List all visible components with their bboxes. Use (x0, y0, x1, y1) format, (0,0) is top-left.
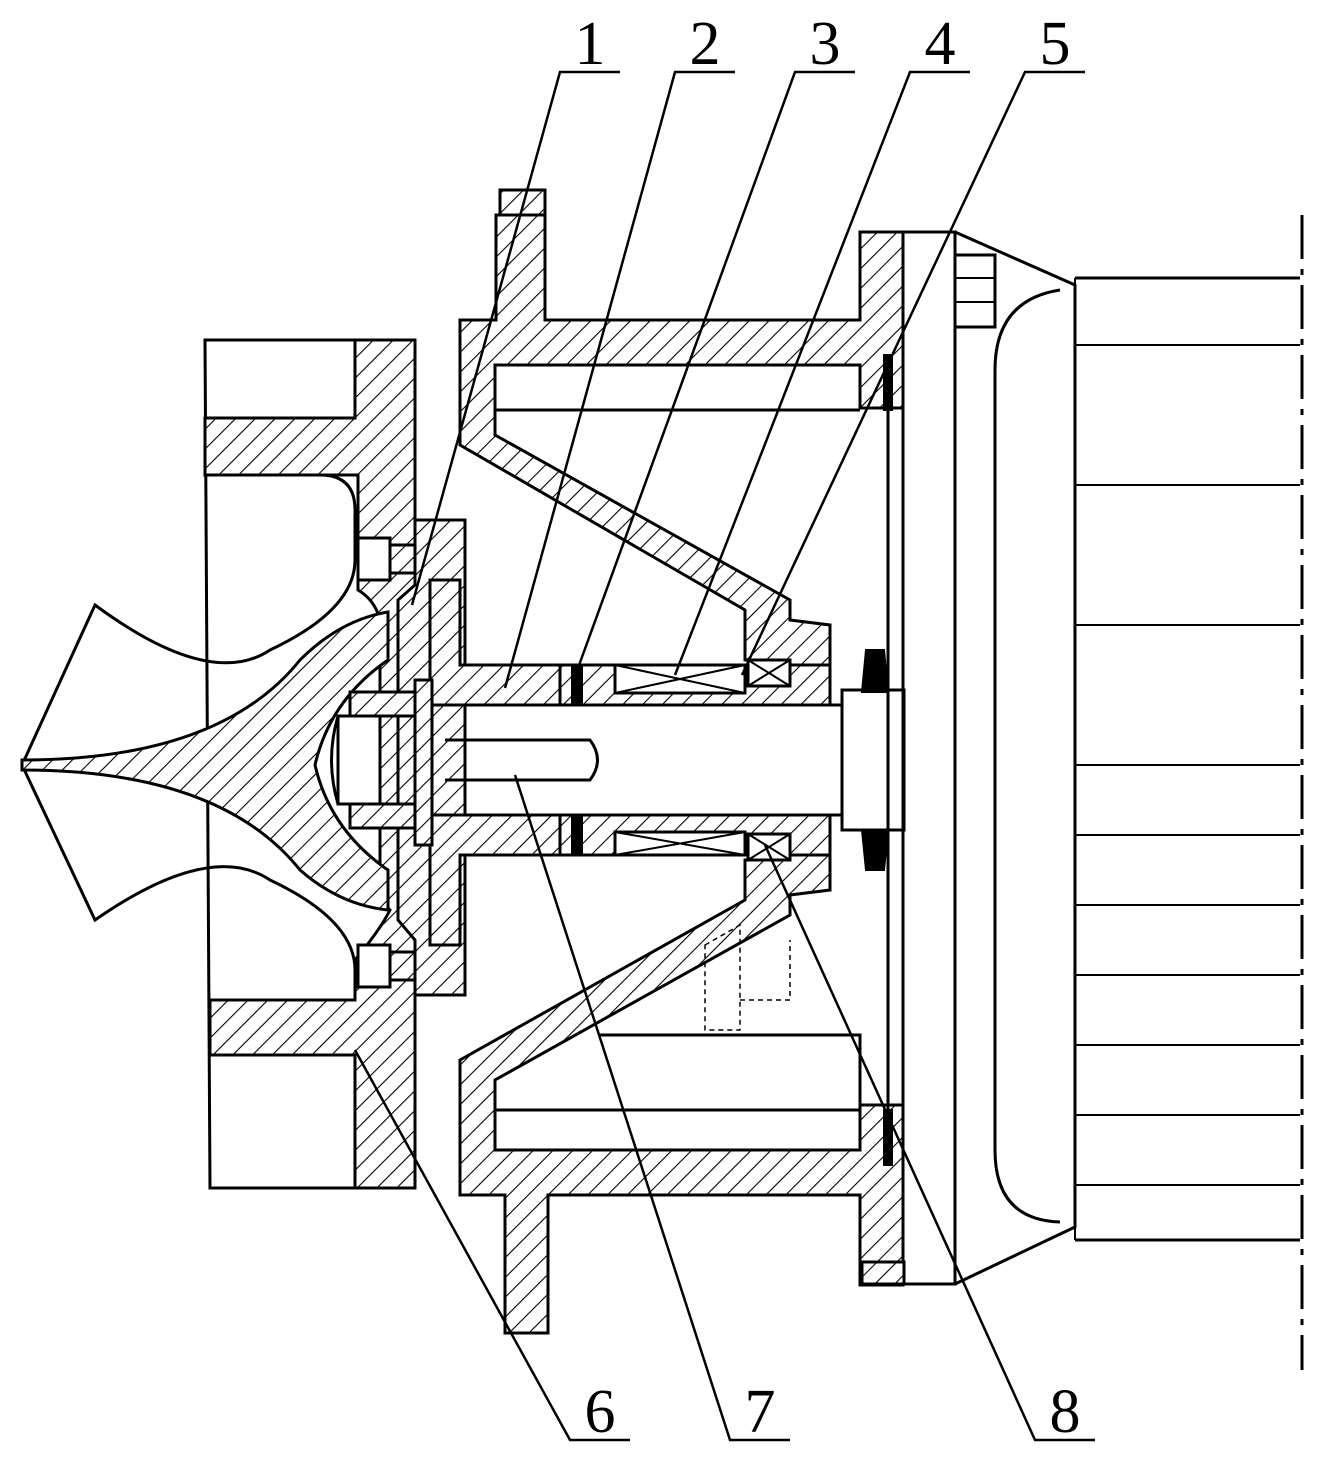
motor-end-cap-inner (995, 290, 1060, 1222)
lower-cavity (495, 1035, 860, 1150)
bottom-lug (862, 1262, 904, 1284)
shaft-keyway (445, 740, 598, 780)
motor-bolt (955, 255, 995, 327)
pump-casing (22, 340, 460, 1188)
callout-4: 4 (925, 10, 956, 78)
leader-8 (765, 845, 1095, 1440)
callout-3: 3 (810, 10, 841, 78)
seal-seat-upper (430, 580, 560, 705)
callout-6: 6 (585, 1378, 616, 1446)
bracket-lower (460, 845, 903, 1333)
callout-7: 7 (745, 1378, 776, 1446)
mech-seal-top (748, 660, 790, 686)
callout-numbers: 1 2 3 4 5 6 7 8 (575, 10, 1081, 1446)
o-ring-top (572, 665, 582, 705)
callout-1: 1 (575, 10, 606, 78)
seal-seat-lower (430, 815, 560, 945)
shaft (332, 650, 905, 870)
bearing-bottom (615, 832, 745, 855)
bracket-housing (460, 190, 904, 1333)
shaft-coupling (842, 690, 904, 830)
callout-2: 2 (690, 10, 721, 78)
spring-bottom (862, 830, 888, 870)
bearing-top (615, 665, 745, 693)
upper-cavity (495, 365, 860, 410)
callout-5: 5 (1040, 10, 1071, 78)
motor-body-outline (1075, 278, 1300, 1240)
impeller (22, 612, 388, 910)
shaft-body (432, 705, 842, 815)
washer (415, 680, 432, 845)
leader-2 (505, 72, 735, 688)
motor-end-cap (955, 232, 1075, 1284)
motor-cooling-fins (1075, 278, 1300, 1240)
motor-flange-plate (903, 232, 955, 1284)
spring-top (862, 650, 888, 692)
motor (903, 215, 1302, 1370)
o-ring-bottom (572, 815, 582, 855)
callout-8: 8 (1050, 1378, 1081, 1446)
